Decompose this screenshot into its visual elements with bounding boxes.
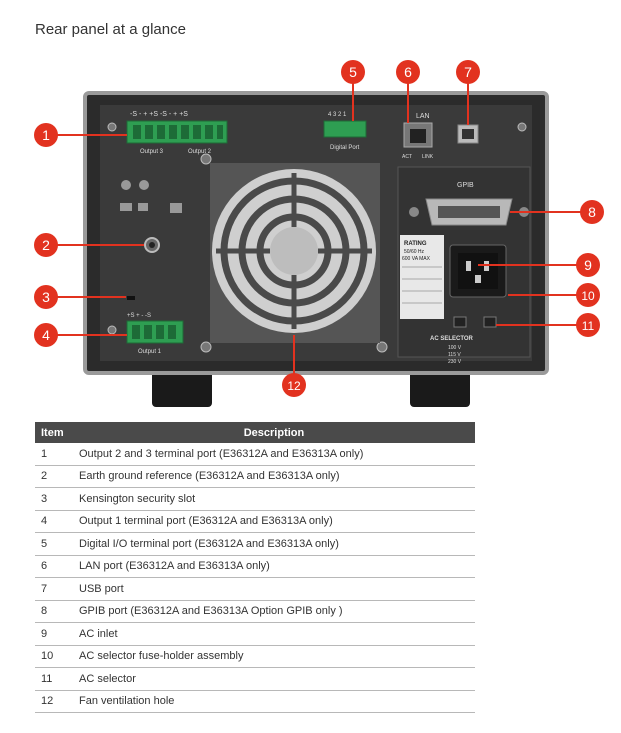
row-description: AC selector <box>73 667 475 691</box>
callout-badges: 1 2 3 4 5 6 7 8 9 10 11 12 <box>34 60 604 397</box>
callout-4: 4 <box>34 323 58 347</box>
svg-text:1: 1 <box>42 127 50 143</box>
row-description: Output 1 terminal port (E36312A and E363… <box>73 510 475 533</box>
svg-text:9: 9 <box>584 257 592 273</box>
callout-leaders <box>55 82 583 375</box>
row-item: 5 <box>35 532 73 556</box>
callout-12: 12 <box>282 373 306 397</box>
svg-text:7: 7 <box>464 64 472 80</box>
page-title: Rear panel at a glance <box>35 21 186 38</box>
callout-9: 9 <box>576 253 600 277</box>
svg-text:6: 6 <box>404 64 412 80</box>
row-item: 12 <box>35 690 73 713</box>
output-3-label: Output 3 <box>140 149 164 155</box>
row-item: 7 <box>35 577 73 601</box>
svg-text:10: 10 <box>581 289 595 303</box>
rear-panel-figure: -S - + +S -S - + +S Output 3 Output 2 4 … <box>30 55 610 410</box>
callout-3: 3 <box>34 285 58 309</box>
row-description: Digital I/O terminal port (E36312A and E… <box>73 532 475 556</box>
callout-10: 10 <box>576 283 600 307</box>
output-1-label: Output 1 <box>138 349 162 355</box>
output-top-pins-label: -S - + +S -S - + +S <box>130 111 188 118</box>
row-item: 10 <box>35 645 73 668</box>
table-header-row: Item Description <box>35 422 475 443</box>
row-description: GPIB port (E36312A and E36313A Option GP… <box>73 600 475 623</box>
row-item: 2 <box>35 465 73 488</box>
left-foot <box>152 365 212 407</box>
row-item: 3 <box>35 487 73 511</box>
svg-text:12: 12 <box>287 379 301 393</box>
row-item: 9 <box>35 622 73 646</box>
svg-text:RATING: RATING <box>404 241 427 247</box>
row-description: LAN port (E36312A and E36313A only) <box>73 555 475 578</box>
rear-panel-illustration: -S - + +S -S - + +S Output 3 Output 2 4 … <box>34 60 604 407</box>
row-item: 4 <box>35 510 73 533</box>
callout-8: 8 <box>580 200 604 224</box>
lan-link-label: LINK <box>422 154 434 160</box>
svg-text:5: 5 <box>349 64 357 80</box>
callout-11: 11 <box>576 313 600 337</box>
row-description: Earth ground reference (E36312A and E363… <box>73 465 475 488</box>
digital-pins-label: 4 3 2 1 <box>328 112 347 118</box>
svg-text:3: 3 <box>42 289 50 305</box>
digital-port-label: Digital Port <box>330 145 360 151</box>
svg-text:100 V: 100 V <box>448 345 462 351</box>
row-item: 8 <box>35 600 73 623</box>
ac-selector-label: AC SELECTOR <box>430 336 474 342</box>
rating-label <box>400 235 444 319</box>
row-description: USB port <box>73 577 475 601</box>
fan-spokes <box>216 173 372 329</box>
row-description: Kensington security slot <box>73 487 475 511</box>
svg-text:2: 2 <box>42 237 50 253</box>
header-item: Item <box>35 422 73 443</box>
fan-hub <box>270 227 318 275</box>
svg-text:11: 11 <box>582 319 595 333</box>
svg-text:600 VA MAX: 600 VA MAX <box>402 256 431 262</box>
svg-text:50/60 Hz: 50/60 Hz <box>404 249 425 255</box>
output-2-label: Output 2 <box>188 149 212 155</box>
callout-1: 1 <box>34 123 58 147</box>
header-description: Description <box>73 422 475 443</box>
callout-5: 5 <box>341 60 365 84</box>
digital-port-terminal <box>323 120 367 138</box>
lan-act-label: ACT <box>402 154 412 160</box>
lan-label: LAN <box>416 113 430 120</box>
kensington-slot <box>127 296 135 300</box>
row-item: 11 <box>35 667 73 691</box>
right-foot <box>410 365 470 407</box>
ac-selector-switch-right <box>483 316 497 328</box>
svg-text:8: 8 <box>588 204 596 220</box>
row-description: Output 2 and 3 terminal port (E36312A an… <box>73 443 475 466</box>
callout-2: 2 <box>34 233 58 257</box>
row-item: 6 <box>35 555 73 578</box>
svg-text:4: 4 <box>42 327 50 343</box>
ac-selector-switch-left <box>453 316 467 328</box>
callout-7: 7 <box>456 60 480 84</box>
output-1-pins-label: +S + - -S <box>127 313 151 319</box>
compliance-marks <box>120 180 182 213</box>
svg-text:230 V: 230 V <box>448 359 462 365</box>
row-description: Fan ventilation hole <box>73 690 475 713</box>
row-description: AC selector fuse-holder assembly <box>73 645 475 668</box>
row-item: 1 <box>35 443 73 466</box>
svg-text:115 V: 115 V <box>448 352 461 358</box>
row-description: AC inlet <box>73 622 475 646</box>
gpib-label: GPIB <box>457 182 474 189</box>
callout-6: 6 <box>396 60 420 84</box>
